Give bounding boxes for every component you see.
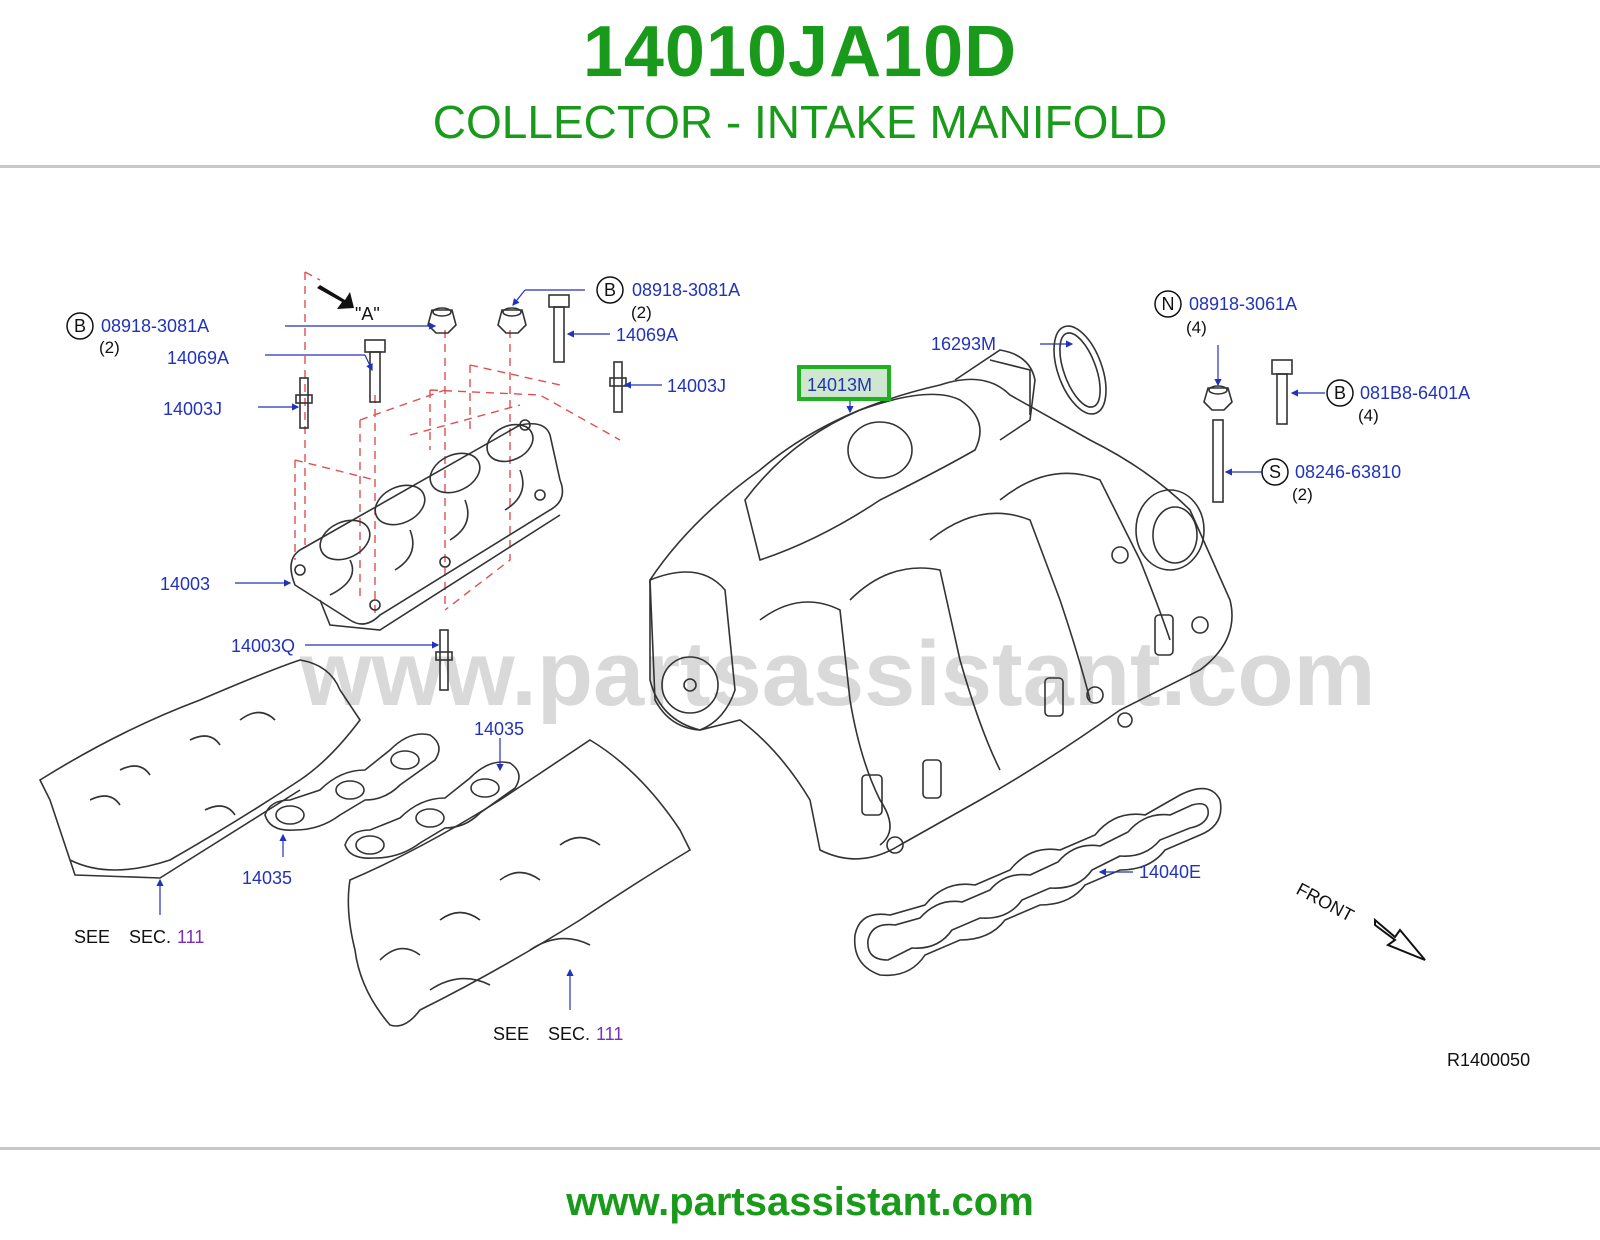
s-badge [1261,458,1289,486]
b-right-code: B [1334,383,1346,403]
n-part-link[interactable]: 08918-3061A [1189,294,1297,314]
s-qty: (2) [1292,485,1313,504]
leader-lines [156,289,1325,1010]
n-code: N [1162,294,1175,314]
b-left-part-link[interactable]: 08918-3081A [101,316,209,336]
b-top-badge [596,276,624,304]
diagram-code: R1400050 [1447,1050,1530,1070]
part-14069a-right-link[interactable]: 14069A [616,325,678,345]
n-badge [1154,290,1182,318]
footer-divider [0,1147,1600,1150]
part-14035-bottom-link[interactable]: 14035 [242,868,292,888]
see-ref-2-sec: SEC. [548,1024,590,1044]
s-code: S [1269,462,1281,482]
footer-site-url[interactable]: www.partsassistant.com [566,1180,1034,1224]
part-14013m-link[interactable]: 14013M [807,375,872,395]
b-top-code: B [604,280,616,300]
collector-14013m-drawing [649,325,1293,860]
part-14035-top-link[interactable]: 14035 [474,719,524,739]
watermark-text: www.partsassistant.com [299,623,1375,725]
adapter-14003-drawing [290,271,627,691]
part-14013m-highlight[interactable] [797,365,891,401]
view-a-label: "A" [355,304,380,324]
b-left-qty: (2) [99,338,120,357]
part-14003-link[interactable]: 14003 [160,574,210,594]
part-14003q-link[interactable]: 14003Q [231,636,295,656]
see-ref-1-link[interactable]: 111 [177,927,204,947]
b-right-part-link[interactable]: 081B8-6401A [1360,383,1470,403]
see-ref-1-sec: SEC. [129,927,171,947]
b-right-badge [1326,379,1354,407]
page-header: 14010JA10D COLLECTOR - INTAKE MANIFOLD [0,0,1600,166]
part-14069a-left-link[interactable]: 14069A [167,348,229,368]
cylinder-head-drawings [38,659,692,1027]
s-part-link[interactable]: 08246-63810 [1295,462,1401,482]
b-right-qty: (4) [1358,406,1379,425]
part-16293m-link[interactable]: 16293M [931,334,996,354]
see-ref-2-see: SEE [493,1024,529,1044]
part-name-subtitle: COLLECTOR - INTAKE MANIFOLD [432,96,1168,148]
see-ref-1-see: SEE [74,927,110,947]
b-top-qty: (2) [631,303,652,322]
see-ref-2-link[interactable]: 111 [596,1024,623,1044]
n-qty: (4) [1186,318,1207,337]
part-14003j-left-link[interactable]: 14003J [163,399,222,419]
header-divider [0,165,1600,168]
gasket-14040e-drawing [853,787,1222,977]
b-left-code: B [74,316,86,336]
callout-labels: B 08918-3081A (2) 14069A 14003J "A" B 08… [66,276,1530,1070]
b-left-badge [66,312,94,340]
b-top-part-link[interactable]: 08918-3081A [632,280,740,300]
front-label: FRONT [1293,879,1357,926]
part-14003j-right-link[interactable]: 14003J [667,376,726,396]
front-arrow: FRONT [1293,879,1426,961]
part-number-title: 14010JA10D [582,12,1018,92]
part-14040e-link[interactable]: 14040E [1139,862,1201,882]
